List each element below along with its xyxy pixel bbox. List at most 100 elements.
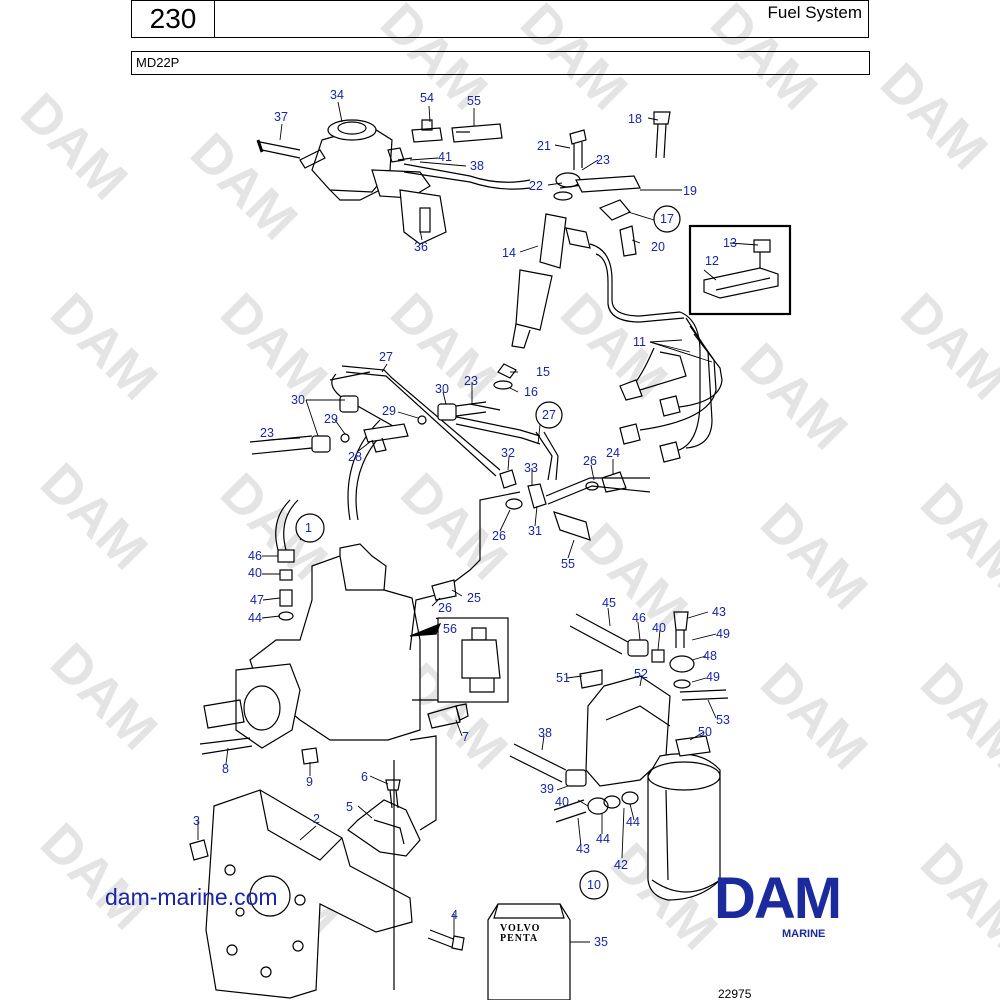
part-label: 55 xyxy=(561,557,575,571)
part-labels: 1 2 3 4 5 6 7 8 9 10 11 12 13 14 15 16 1… xyxy=(193,88,737,949)
watermark-text: DAM xyxy=(209,282,338,411)
part-label: 33 xyxy=(524,461,538,475)
part-label: 49 xyxy=(716,627,730,641)
part-label: 26 xyxy=(492,529,506,543)
part-label: 20 xyxy=(651,240,665,254)
part-label: 19 xyxy=(683,184,697,198)
part-label: 48 xyxy=(703,649,717,663)
watermark-text: DAM xyxy=(39,632,168,761)
page-title: Fuel System xyxy=(767,3,862,22)
part-label: 16 xyxy=(524,385,538,399)
part-label: 3 xyxy=(193,814,200,828)
part-label: 22 xyxy=(529,179,543,193)
part-label: 44 xyxy=(596,832,610,846)
injection-pump-drawing xyxy=(199,491,521,765)
clamp-detail-drawing xyxy=(688,224,792,316)
volvo-penta-box-print: VOLVO PENTA xyxy=(500,923,540,944)
part-label: 9 xyxy=(306,775,313,789)
part-label: 37 xyxy=(274,110,288,124)
title-box: Fuel System xyxy=(213,0,869,38)
part-label: 4 xyxy=(451,908,458,922)
part-label: 21 xyxy=(537,139,551,153)
part-label: 40 xyxy=(652,621,666,635)
watermark-text: DAM xyxy=(29,812,158,941)
part-label: 26 xyxy=(583,454,597,468)
part-label: 30 xyxy=(435,382,449,396)
part-label: 49 xyxy=(706,670,720,684)
watermark-text: DAM xyxy=(749,652,878,781)
part-label: 31 xyxy=(528,524,542,538)
line-art xyxy=(189,101,792,1000)
logo-main: DAM xyxy=(714,866,840,931)
watermark-text: DAM xyxy=(29,452,158,581)
part-label: 32 xyxy=(501,446,515,460)
part-label: 23 xyxy=(596,153,610,167)
part-label: 13 xyxy=(723,236,737,250)
part-label: 44 xyxy=(248,611,262,625)
part-label: 18 xyxy=(628,112,642,126)
logo-sub: MARINE xyxy=(782,928,825,940)
part-label: 43 xyxy=(712,605,726,619)
watermark-text: DAM xyxy=(869,52,998,181)
part-label: 40 xyxy=(555,795,569,809)
model-name: MD22P xyxy=(136,55,180,70)
watermark-text: DAM xyxy=(39,282,168,411)
part-label: 52 xyxy=(634,667,648,681)
box-print-line1: VOLVO xyxy=(500,923,540,934)
watermark-text: DAM xyxy=(749,492,878,621)
part-label: 27 xyxy=(542,408,556,422)
part-label: 28 xyxy=(348,450,362,464)
dam-marine-logo: DAM MARINE xyxy=(714,866,842,940)
watermark-text: DAM xyxy=(549,282,678,411)
box-drawing xyxy=(487,903,571,1000)
sensor-detail-drawing xyxy=(409,617,509,703)
watermark-text: DAM xyxy=(729,332,858,461)
box-print-line2: PENTA xyxy=(500,933,538,944)
drawing-number: 22975 xyxy=(718,987,752,1001)
part-label: 38 xyxy=(470,159,484,173)
part-label: 46 xyxy=(632,611,646,625)
part-label: 5 xyxy=(346,800,353,814)
injector-drawing xyxy=(493,111,685,390)
model-box: MD22P xyxy=(131,51,870,75)
part-label: 34 xyxy=(330,88,344,102)
part-label: 42 xyxy=(614,858,628,872)
leader-lines xyxy=(197,101,759,943)
part-label: 45 xyxy=(602,596,616,610)
part-label: 11 xyxy=(633,335,646,349)
part-label: 54 xyxy=(420,91,434,105)
part-label: 41 xyxy=(438,150,452,164)
bracket-drawing xyxy=(189,735,465,999)
watermark-text: DAM xyxy=(909,652,1000,781)
part-label: 47 xyxy=(250,593,264,607)
fuel-filter-drawing xyxy=(509,611,729,901)
part-label: 24 xyxy=(606,446,620,460)
part-label: 6 xyxy=(361,770,368,784)
website-link[interactable]: dam-marine.com xyxy=(105,884,278,910)
part-label: 10 xyxy=(587,878,601,892)
watermark-text: DAM xyxy=(179,122,308,251)
part-label: 14 xyxy=(502,246,516,260)
part-label: 39 xyxy=(540,782,554,796)
part-label: 7 xyxy=(462,730,469,744)
watermark-text: DAM xyxy=(909,472,1000,601)
part-label: 23 xyxy=(464,374,478,388)
part-label: 36 xyxy=(414,240,428,254)
part-label: 25 xyxy=(467,591,481,605)
delivery-pipes-drawing xyxy=(619,311,723,463)
part-label: 50 xyxy=(698,725,712,739)
part-label: 46 xyxy=(248,549,262,563)
part-label: 23 xyxy=(260,426,274,440)
watermark-text: DAM xyxy=(9,82,138,211)
part-label: 26 xyxy=(438,601,452,615)
part-label: 56 xyxy=(443,622,457,636)
feed-pump-drawing xyxy=(256,119,531,245)
part-label: 44 xyxy=(626,815,640,829)
part-label: 29 xyxy=(324,412,338,426)
part-label: 8 xyxy=(222,762,229,776)
part-label: 51 xyxy=(556,671,570,685)
part-label: 53 xyxy=(716,713,730,727)
watermark-text: DAM xyxy=(389,462,518,591)
part-label: 40 xyxy=(248,566,262,580)
